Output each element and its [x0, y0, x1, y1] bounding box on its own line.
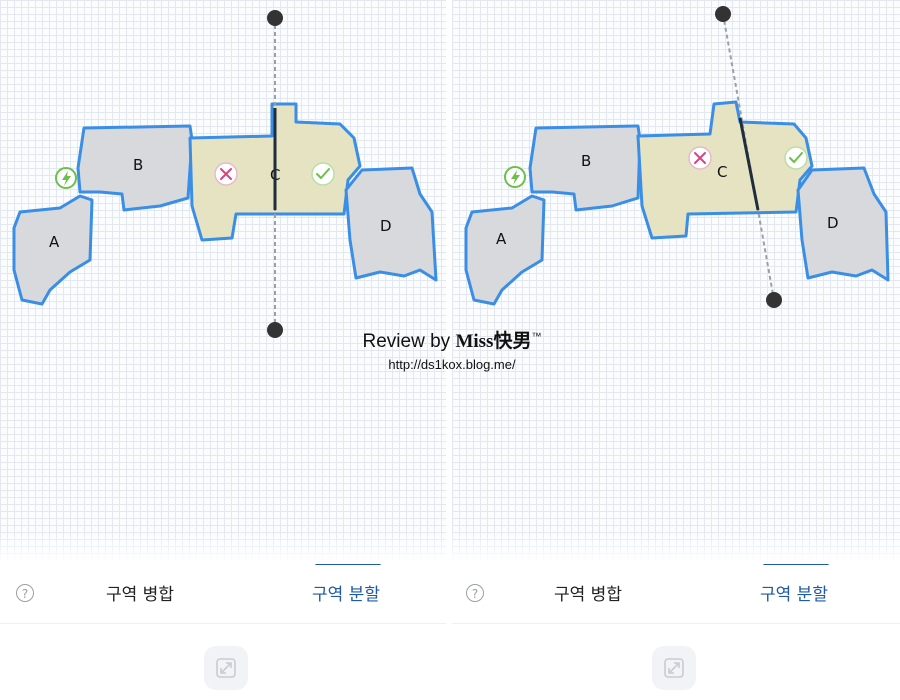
cancel-split-icon[interactable] — [688, 146, 712, 170]
room-a[interactable] — [12, 194, 94, 306]
map-grid[interactable] — [0, 0, 446, 560]
room-label-a: A — [49, 233, 60, 251]
screen-divider — [446, 0, 452, 700]
tab-merge-zone[interactable]: 구역 병합 — [554, 585, 622, 605]
resize-map-button[interactable] — [204, 646, 248, 690]
split-line[interactable] — [738, 117, 760, 211]
resize-map-icon — [664, 658, 684, 678]
help-circle-icon[interactable]: ? — [16, 584, 34, 602]
room-label-a: A — [496, 230, 507, 248]
review-watermark: Review by Miss快男™ http://ds1kox.blog.me/ — [362, 326, 542, 372]
tab-split-zone[interactable]: 구역 분할 — [312, 585, 380, 605]
resize-map-icon — [216, 658, 236, 678]
tab-merge-zone[interactable]: 구역 병합 — [106, 585, 174, 605]
room-c[interactable] — [636, 100, 814, 240]
watermark-review: Review by — [362, 331, 451, 352]
tab-split-zone[interactable]: 구역 분할 — [760, 585, 828, 605]
room-b[interactable] — [76, 124, 194, 212]
room-label-b: B — [581, 152, 591, 170]
confirm-split-icon[interactable] — [311, 162, 335, 186]
map-grid[interactable] — [452, 0, 900, 560]
split-handle-bottom[interactable] — [766, 292, 782, 308]
map-fade — [0, 530, 446, 565]
room-a[interactable] — [464, 194, 546, 306]
mode-tabs — [452, 565, 900, 624]
help-circle-icon[interactable]: ? — [466, 584, 484, 602]
room-d[interactable] — [796, 166, 890, 282]
map-fade — [452, 530, 900, 565]
left-screen: A B C D ? 구역 병합 구역 분할 — [0, 0, 446, 700]
confirm-split-icon[interactable] — [784, 146, 808, 170]
split-handle-top[interactable] — [715, 6, 731, 22]
mode-tabs — [0, 565, 446, 624]
room-label-b: B — [133, 156, 143, 174]
cancel-split-icon[interactable] — [214, 162, 238, 186]
charging-dock-icon — [55, 167, 77, 189]
resize-map-button[interactable] — [652, 646, 696, 690]
floor-map[interactable]: B A C D — [452, 0, 900, 560]
room-label-d: D — [380, 217, 392, 235]
room-label-c: C — [717, 163, 727, 181]
room-label-d: D — [827, 214, 839, 232]
floor-map[interactable]: A B C D — [0, 0, 446, 560]
watermark-url: http://ds1kox.blog.me/ — [388, 357, 516, 372]
watermark-tm: ™ — [531, 331, 542, 343]
split-handle-bottom[interactable] — [267, 322, 283, 338]
right-screen: B A C D ? 구역 병합 구역 분할 — [452, 0, 900, 700]
watermark-title: Review by Miss快男™ — [362, 326, 542, 353]
charging-dock-icon — [504, 166, 526, 188]
room-d[interactable] — [344, 166, 438, 282]
watermark-brand: Miss快男 — [455, 331, 532, 352]
split-handle-top[interactable] — [267, 10, 283, 26]
